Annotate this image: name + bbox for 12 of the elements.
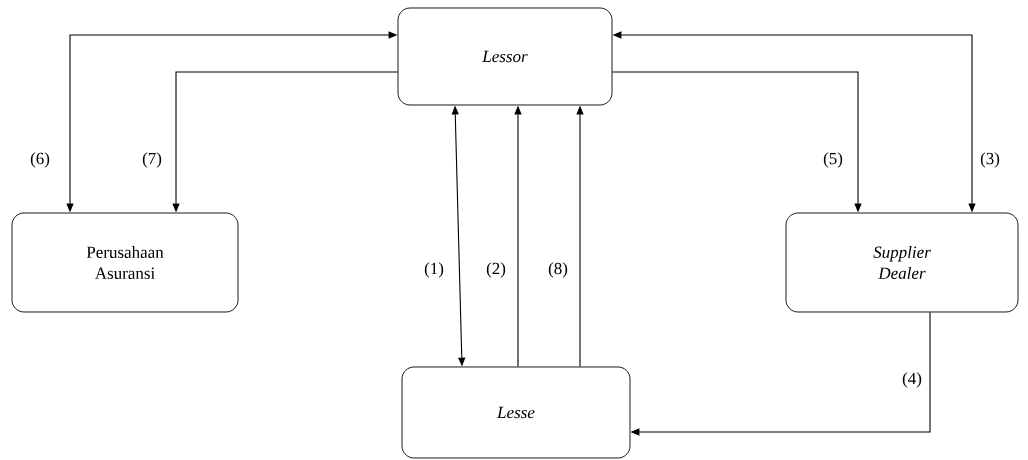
- process-box: Supplier Dealer: [785, 212, 1019, 313]
- process-box: Perusahaan Asuransi: [11, 212, 239, 313]
- edge-label: (8): [548, 262, 568, 278]
- edge-label: (7): [142, 152, 162, 168]
- edge-label: (4): [902, 372, 922, 388]
- edge-label: (5): [823, 152, 843, 168]
- edge-label: (6): [30, 152, 50, 168]
- edge-label: (2): [486, 262, 506, 278]
- process-box: Lessor: [397, 7, 613, 106]
- edge-label: (1): [424, 262, 444, 278]
- edge-label: (3): [980, 152, 1000, 168]
- process-box: Lesse: [401, 366, 631, 459]
